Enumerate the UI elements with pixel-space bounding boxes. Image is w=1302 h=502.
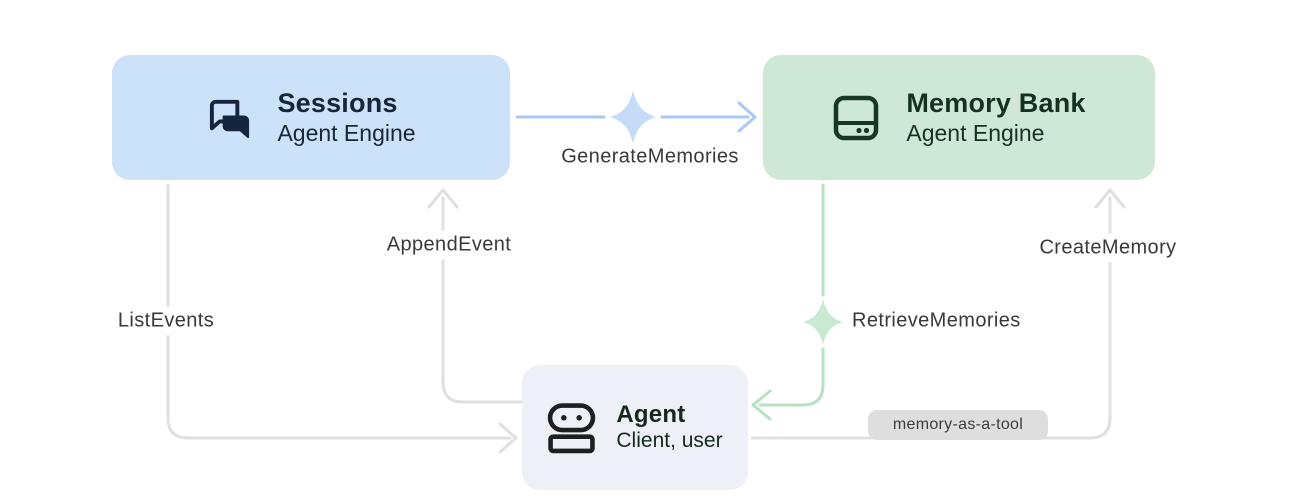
arrowhead-append-event [427, 188, 459, 209]
node-agent-subtitle: Client, user [616, 429, 723, 453]
arrowhead-generate-memories [737, 101, 757, 133]
edge-label-retrieve-memories: RetrieveMemories [846, 306, 1027, 336]
node-sessions-title: Sessions [277, 88, 398, 118]
edge-label-create-memory: CreateMemory [1031, 233, 1185, 263]
arrowhead-list-events [498, 422, 518, 454]
node-sessions: Sessions Agent Engine [112, 55, 510, 180]
arrowhead-retrieve-memories [751, 389, 772, 421]
robot-icon [547, 402, 596, 454]
edge-label-append-event: AppendEvent [378, 230, 520, 260]
edge-append-event [441, 196, 524, 404]
node-memory-bank: Memory Bank Agent Engine [763, 55, 1155, 180]
memory-as-a-tool-badge: memory-as-a-tool [868, 410, 1048, 440]
arrowhead-create-memory [1094, 188, 1126, 209]
node-agent-title: Agent [616, 400, 686, 428]
edge-retrieve-memories [758, 347, 825, 407]
gemini-spark-blue-icon [610, 90, 656, 144]
gemini-spark-green-icon [803, 299, 843, 345]
node-sessions-subtitle: Agent Engine [277, 119, 416, 146]
node-agent: Agent Client, user [522, 365, 748, 490]
chat-bubbles-icon [206, 94, 253, 141]
edge-list-events [166, 183, 512, 440]
edge-label-generate-memories: GenerateMemories [553, 142, 747, 172]
node-memory-bank-subtitle: Agent Engine [906, 119, 1045, 146]
edge-label-list-events: ListEvents [109, 306, 223, 336]
storage-drive-icon [832, 94, 880, 142]
edge-create-memory [750, 196, 1112, 440]
node-memory-bank-title: Memory Bank [906, 88, 1086, 118]
